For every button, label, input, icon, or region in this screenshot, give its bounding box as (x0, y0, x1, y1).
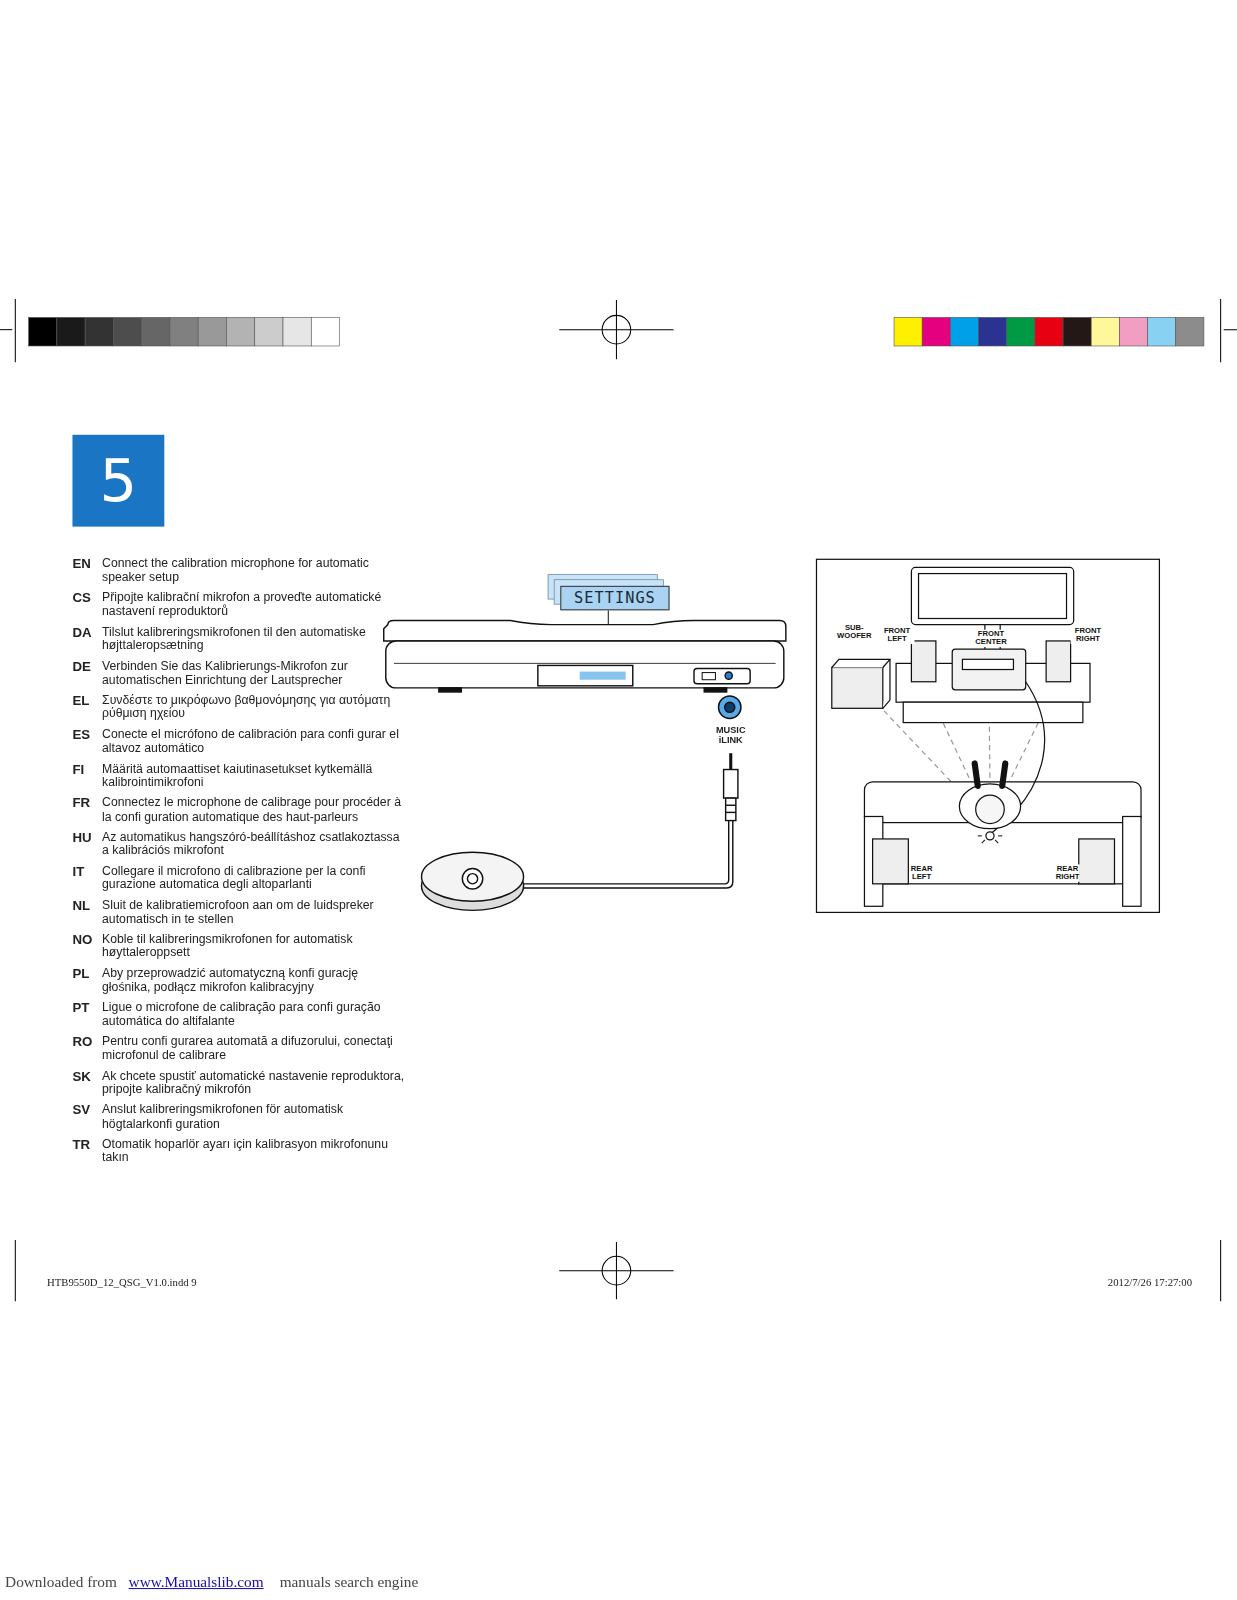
color-swatch (922, 317, 950, 346)
gray-swatch (29, 317, 57, 346)
gray-swatch (283, 317, 311, 346)
timestamp: 2012/7/26 17:27:00 (1021, 1277, 1192, 1289)
instruction-text: Ligue o microfone de calibração para con… (102, 1001, 408, 1028)
instruction-text: Připojte kalibrační mikrofon a proveďte … (102, 591, 408, 618)
instruction-text: Otomatik hoparlör ayarı için kalibrasyon… (102, 1138, 408, 1165)
language-code: EN (72, 557, 101, 572)
instruction-text: Aby przeprowadzić automatyczną konfi gur… (102, 967, 408, 994)
color-bar (894, 317, 1204, 346)
language-code: PT (72, 1001, 101, 1016)
footer-text: Downloaded from (5, 1574, 133, 1591)
instruction-text: Koble til kalibreringsmikrofonen for aut… (102, 933, 408, 960)
color-swatch (950, 317, 978, 346)
color-swatch (1176, 317, 1204, 346)
instruction-text: Conecte el micrófono de calibración para… (102, 728, 408, 755)
footer-text: manuals search engine (280, 1574, 443, 1591)
instruction-text: Ak chcete spustiť automatické nastavenie… (102, 1069, 408, 1096)
language-code: HU (72, 830, 101, 845)
color-swatch (1035, 317, 1063, 346)
instruction-text: Sluit de kalibratiemicrofoon aan om de l… (102, 899, 408, 926)
footer-link: www.Manualslib.com (129, 1574, 277, 1591)
node-text: 5 (100, 446, 138, 515)
color-swatch (1091, 317, 1119, 346)
color-swatch (894, 317, 922, 346)
language-code: FI (72, 762, 101, 777)
instruction-text: Connect the calibration microphone for a… (102, 557, 408, 584)
gray-swatch (142, 317, 170, 346)
instruction-text: Pentru confi gurarea automată a difuzoru… (102, 1035, 408, 1062)
speaker-room-layout (816, 559, 1159, 912)
language-code: NO (72, 933, 101, 948)
language-code: RO (72, 1035, 101, 1050)
color-swatch (1148, 317, 1176, 346)
language-code: PL (72, 967, 101, 982)
language-code: DA (72, 626, 101, 641)
gray-swatch (57, 317, 85, 346)
language-code: DE (72, 660, 101, 675)
calibration-microphone (422, 753, 738, 910)
port-label: MUSIC iLINK (707, 725, 754, 746)
language-code: SK (72, 1069, 101, 1084)
color-swatch (1007, 317, 1035, 346)
speaker-label: REAR RIGHT (1055, 864, 1079, 881)
language-code: ES (72, 728, 101, 743)
gray-swatch (226, 317, 254, 346)
crop-marks (0, 299, 1237, 1301)
music-ilink-port (719, 696, 741, 718)
gray-swatch (255, 317, 283, 346)
home-theater-unit (384, 610, 786, 692)
color-swatch (1063, 317, 1091, 346)
speaker-label: FRONT RIGHT (1071, 627, 1106, 644)
speaker-label: REAR LEFT (910, 864, 932, 881)
node-text: SETTINGS (574, 589, 656, 607)
language-code: TR (72, 1138, 101, 1153)
color-swatch (979, 317, 1007, 346)
language-code: SV (72, 1103, 101, 1118)
speaker-label: SUB- WOOFER (834, 624, 875, 641)
speaker-label: FRONT LEFT (880, 627, 915, 644)
gray-swatch (198, 317, 226, 346)
gray-swatch (311, 317, 339, 346)
language-code: CS (72, 591, 101, 606)
step-number-box: 5 (72, 435, 164, 527)
language-code: IT (72, 864, 101, 879)
speaker-label: FRONT CENTER (969, 630, 1014, 647)
display-screen: SETTINGS (560, 586, 669, 610)
instruction-text: Anslut kalibreringsmikrofonen för automa… (102, 1103, 408, 1130)
instruction-text: Verbinden Sie das Kalibrierungs-Mikrofon… (102, 660, 408, 687)
instruction-text: Συνδέστε το μικρόφωνο βαθμονόμησης για α… (102, 694, 408, 721)
instruction-text: Az automatikus hangszóró-beállításhoz cs… (102, 830, 408, 857)
gray-swatch (113, 317, 141, 346)
language-code: EL (72, 694, 101, 709)
instruction-text: Collegare il microfono di calibrazione p… (102, 864, 408, 891)
gray-scale-bar (29, 317, 340, 346)
color-swatch (1119, 317, 1147, 346)
instruction-text: Määritä automaattiset kaiutinasetukset k… (102, 762, 408, 789)
language-code: NL (72, 899, 101, 914)
language-code: FR (72, 796, 101, 811)
instruction-text: Tilslut kalibreringsmikrofonen til den a… (102, 626, 408, 653)
instruction-text: Connectez le microphone de calibrage pou… (102, 796, 408, 823)
file-name: HTB9550D_12_QSG_V1.0.indd 9 (47, 1277, 272, 1289)
gray-swatch (170, 317, 198, 346)
gray-swatch (85, 317, 113, 346)
